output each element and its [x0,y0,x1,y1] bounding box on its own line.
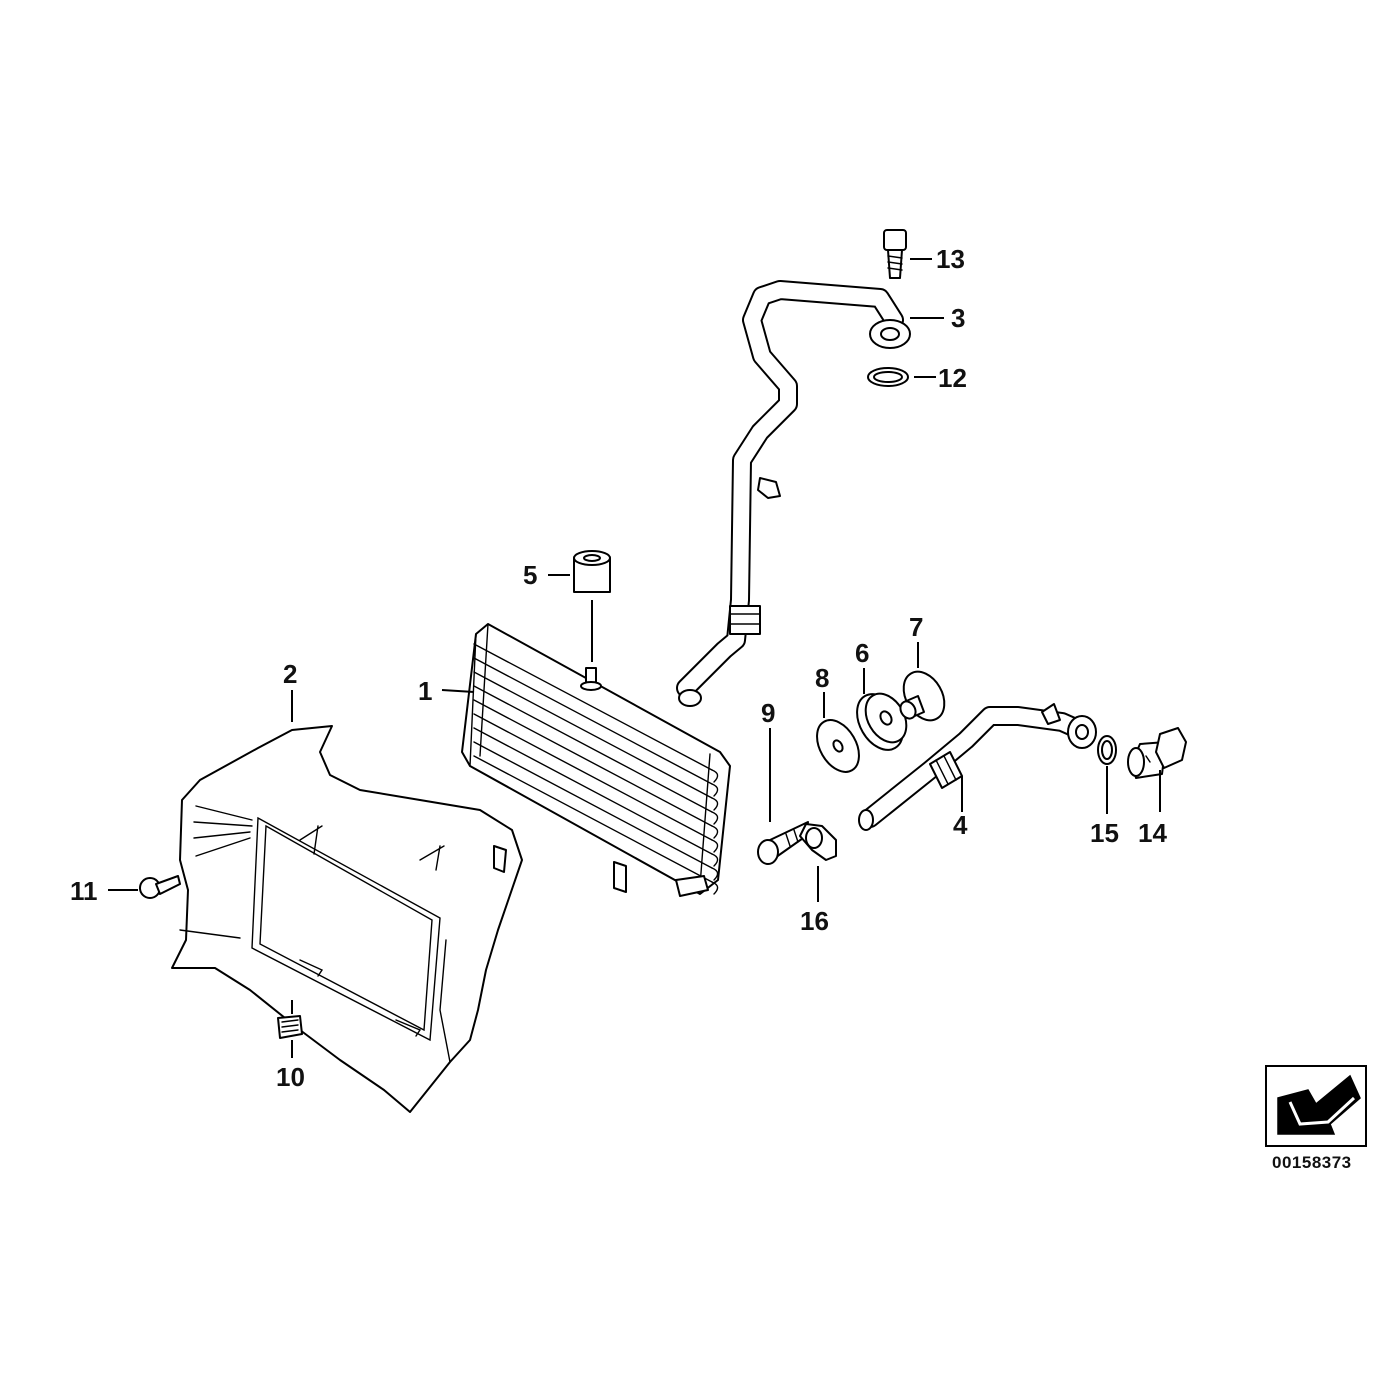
callout-16: 16 [800,906,829,936]
callout-3: 3 [951,303,965,333]
cooler-fin [473,643,713,771]
rubber-sleeve[interactable] [573,550,611,593]
callout-13: 13 [936,244,965,274]
cooler-fin-end [711,811,719,825]
cooler-fin [473,699,713,827]
cooler-fin-end [711,867,719,881]
cooler-fin [473,727,713,855]
cover-panel[interactable] [171,725,523,1113]
cooler-fin [473,713,713,841]
callout-2: 2 [283,659,297,689]
cooler-fin-end [711,783,719,797]
cooler-fin-end [711,825,719,839]
bushing-7[interactable] [895,664,952,727]
callout-5: 5 [523,560,537,590]
callout-10: 10 [276,1062,305,1092]
cooler-fin-end [711,769,719,783]
cooler-fin [473,755,713,883]
callout-4: 4 [953,810,968,840]
callout-1: 1 [418,676,432,706]
orientation-arrow-box [1265,1065,1367,1147]
washer-8[interactable] [808,713,867,779]
leader-lines [108,258,1161,1058]
cooler-fin [473,685,713,813]
screw-13[interactable] [883,229,907,279]
cooler-fin-end [711,797,719,811]
cooler-fin [473,657,713,785]
reference-number: 00158373 [1272,1153,1352,1172]
cooler-fins [473,643,719,895]
callout-7: 7 [909,612,923,642]
callout-8: 8 [815,663,829,693]
callout-14: 14 [1138,818,1167,848]
callout-9: 9 [761,698,775,728]
cooler-fin-end [711,881,719,895]
callout-12: 12 [938,363,967,393]
sealing-ring-15[interactable] [1097,735,1117,765]
bolt-9[interactable] [757,821,809,865]
cooler-fin-end [711,853,719,867]
cooler-fin [473,671,713,799]
cooler-fin-end [711,839,719,853]
oil-line-lower[interactable] [858,703,1097,831]
callout-15: 15 [1090,818,1119,848]
oil-line-upper[interactable] [676,280,911,707]
callout-6: 6 [855,638,869,668]
sealing-ring-12[interactable] [867,367,909,387]
callout-labels: 1 2 3 4 5 6 7 8 9 10 11 12 13 14 15 16 [70,244,1167,1092]
screw-11[interactable] [139,875,181,899]
callout-11: 11 [70,876,98,906]
banjo-bolt-14[interactable] [1127,727,1187,779]
grommet-10[interactable] [277,1015,303,1039]
oil-cooler[interactable] [461,623,731,897]
hose-clamp-16[interactable] [799,823,837,861]
rubber-mount-6[interactable] [848,686,915,758]
cooler-fin [473,741,713,869]
